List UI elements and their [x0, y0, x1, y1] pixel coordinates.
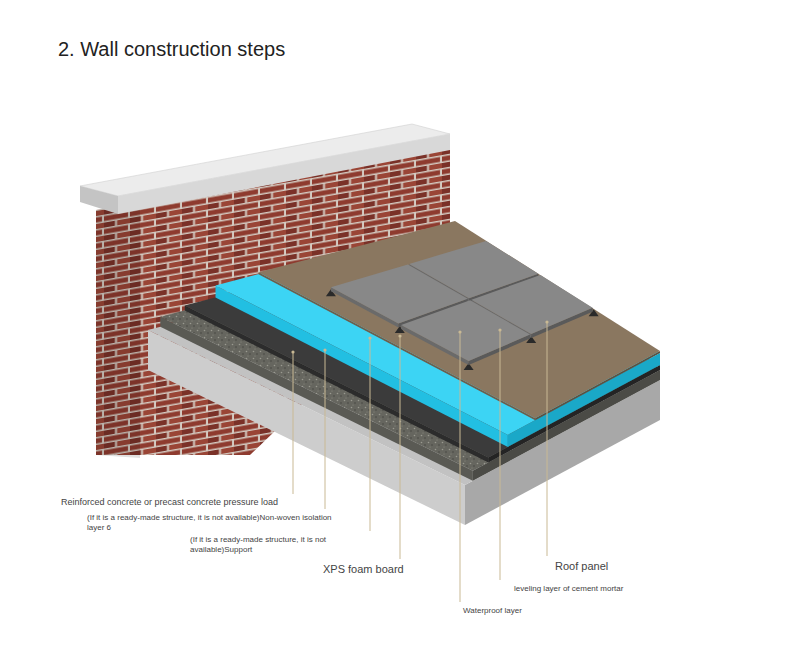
leader-line	[400, 336, 401, 559]
title: 2. Wall construction steps	[58, 38, 285, 61]
part-label: Reinforced concrete or precast concrete …	[61, 497, 278, 508]
part-label: leveling layer of cement mortar	[514, 584, 623, 594]
roof-layers	[148, 221, 660, 525]
leader-dot	[458, 330, 461, 333]
leader-line	[500, 330, 501, 580]
leader-line	[293, 352, 294, 494]
layer-top	[259, 221, 661, 418]
leader-dot	[323, 348, 326, 351]
leader-dot	[291, 350, 294, 353]
leader-dot	[398, 334, 401, 337]
leader-dot	[498, 328, 501, 331]
isolation-layer	[259, 221, 661, 420]
leader-dot	[368, 336, 371, 339]
part-label: (If it is a ready-made structure, it is …	[87, 513, 337, 533]
coping-front	[118, 134, 450, 214]
paving-tile	[401, 300, 530, 365]
leader-line	[370, 338, 371, 531]
leader-dot	[545, 320, 548, 323]
part-label: Waterproof layer	[463, 606, 522, 616]
coping-end	[80, 186, 118, 214]
part-label: (If it is a ready-made structure, it is …	[190, 535, 368, 555]
layer-top	[401, 300, 530, 361]
wall-end-shade	[96, 204, 140, 458]
part-label: Roof panel	[555, 560, 608, 574]
leader-lines	[291, 320, 548, 602]
leader-line	[547, 322, 548, 556]
part-label: XPS foam board	[323, 563, 404, 577]
leader-line	[325, 350, 326, 509]
leader-line	[460, 332, 461, 602]
